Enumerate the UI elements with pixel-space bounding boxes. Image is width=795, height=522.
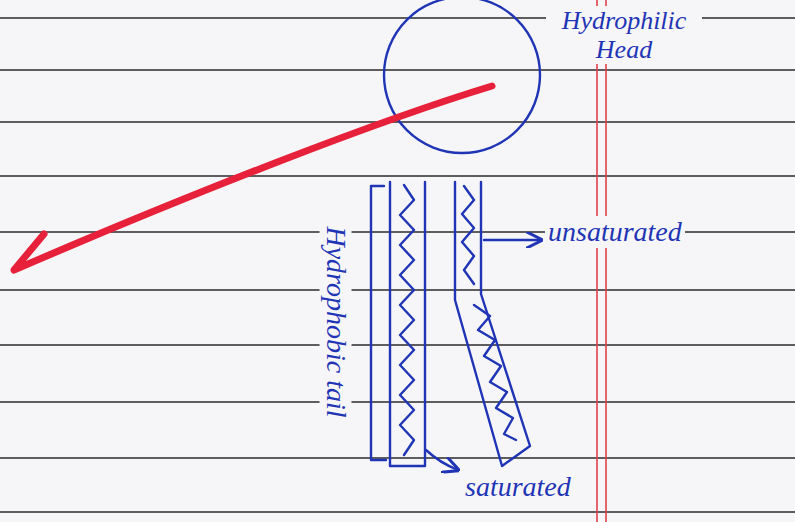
region-label: Hydrophobic tail	[320, 223, 352, 420]
head-circle	[384, 0, 540, 153]
part-label: saturated	[462, 471, 574, 503]
leader-arrow	[484, 239, 541, 241]
head-label: Hydrophilic Head	[546, 6, 702, 64]
check-mark	[14, 86, 492, 270]
margin-lines	[597, 0, 606, 522]
head-node: Hydrophilic Head	[382, 0, 706, 156]
saturated-tail	[390, 182, 425, 466]
unsaturated-tail	[455, 182, 530, 466]
leader-arrow	[426, 450, 458, 470]
ruled-lines	[0, 18, 795, 512]
part-label: unsaturated	[545, 216, 685, 248]
bracket	[371, 186, 386, 460]
